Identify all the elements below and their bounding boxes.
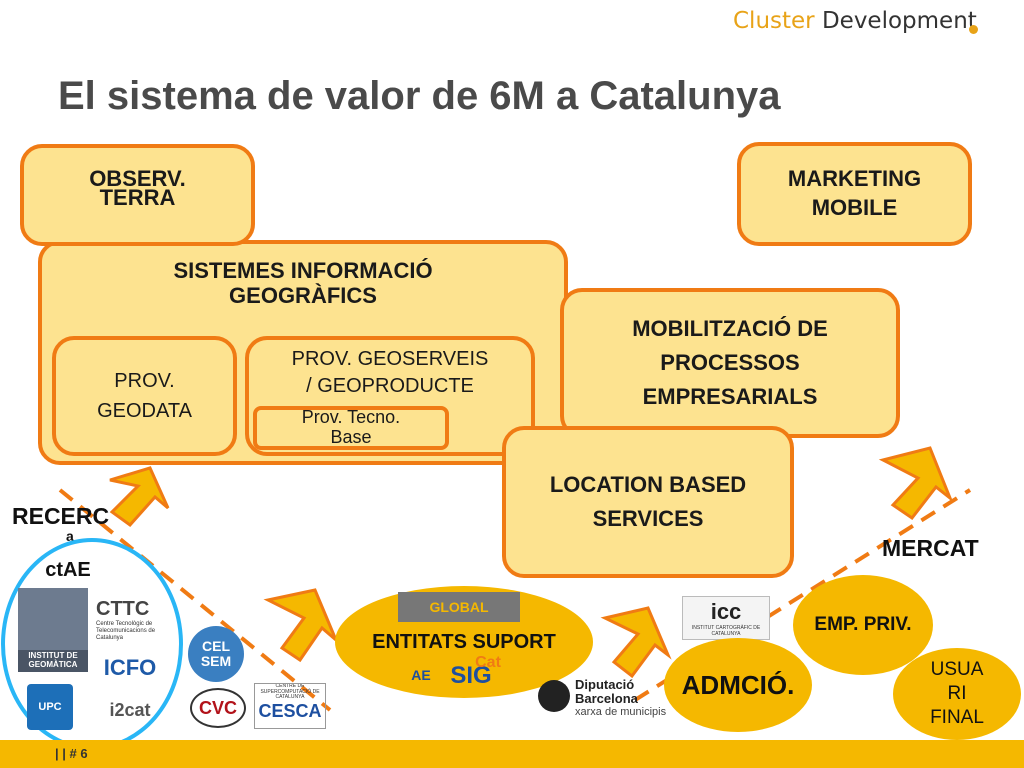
usuari-line1: USUA [930,659,984,681]
prov-geodata-line2: GEODATA [97,400,192,422]
brand-development: Development [821,8,977,34]
mobilitzacio-box: MOBILITZACIÓ DE PROCESSOS EMPRESARIALS [560,288,900,438]
lbs-line2: SERVICES [592,506,704,531]
dashed-line-recerca [58,488,332,712]
lbs-line1: LOCATION BASED [549,471,747,497]
marketing-label-line2: MOBILE [811,195,898,220]
upc-logo: UPC [27,684,73,730]
emp-priv-label: EMP. PRIV. [814,614,912,635]
recerca-label-tail: a [66,528,74,544]
icfo-logo: ICFO [94,654,166,682]
igc-logo: INSTITUT DE GEOMÀTICA [18,588,88,672]
cesca-logo: CENTRE DE SUPERCOMPUTACIÓ DE CATALUNYA C… [254,683,326,729]
entitats-suport-label: ENTITATS SUPORT [372,630,556,653]
usuari-line2: RI [947,683,967,705]
arrow-mercat [878,446,954,521]
cat-logo: Cat [468,654,508,672]
footer-bar [0,740,1024,768]
cesca-logo-top: CENTRE DE SUPERCOMPUTACIÓ DE CATALUNYA [260,683,320,700]
ctae-logo-text: ctAE [45,558,91,581]
emp-priv-ellipse: EMP. PRIV. [793,575,933,675]
i2cat-logo-text: i2cat [109,699,151,720]
cesca-logo-text: CESCA [258,700,322,721]
prov-geodata-box: PROV. GEODATA [52,336,237,456]
prov-geoserveis-line1: PROV. GEOSERVEIS [291,348,489,370]
icc-logo-text: icc [710,599,742,624]
diputacio-line3: xarxa de municipis [575,706,667,719]
celsem-logo-line2: SEM [200,653,232,669]
ae-logo: AE [406,660,436,690]
arrow-recerca [109,466,170,528]
admcio-ellipse: ADMCIÓ. [664,638,812,732]
i2cat-logo: i2cat [100,697,160,723]
mobilitzacio-line3: EMPRESARIALS [642,384,818,410]
arrow-entitats [263,588,338,663]
cttc-logo-name: CTTC [96,598,150,620]
prov-tecno-line1: Prov. Tecno. [301,407,401,428]
marketing-mobile-box: MARKETING MOBILE [737,142,972,246]
recerca-label: RECERC [12,503,110,529]
icfo-logo-text: ICFO [103,655,157,680]
brand-dot [969,25,978,34]
brand-cluster: Cluster [733,8,815,34]
mobilitzacio-line1: MOBILITZACIÓ DE [632,315,828,341]
admcio-label: ADMCIÓ. [681,669,795,700]
sig-cat-logo-text: SIG [450,662,492,689]
usuari-final-ellipse: USUA RI FINAL [893,648,1021,740]
icc-logo-sub: INSTITUT CARTOGRÀFIC DE CATALUNYA [691,625,761,637]
observ-label-line1: OBSERV. [89,166,186,191]
globalsat-logo-text: GLOBAL [429,599,489,615]
igc-logo-text: INSTITUT DE GEOMÀTICA [18,650,88,672]
diputacio-line2: Barcelona [575,690,638,706]
prov-tecno-line2: Base [330,427,372,447]
prov-geodata-line1: PROV. [114,370,175,392]
icc-logo: icc INSTITUT CARTOGRÀFIC DE CATALUNYA [682,596,770,640]
mercat-label: MERCAT [882,535,979,561]
marketing-label-line1: MARKETING [787,166,922,192]
celsem-logo: CEL SEM [188,626,244,682]
observ-label-line2: TERRA [99,184,176,210]
lbs-box: LOCATION BASED SERVICES [502,426,794,578]
arrow-admcio [600,606,672,679]
ctae-logo: ctAE [40,556,96,584]
cat-logo-text: Cat [475,654,501,671]
page-title: El sistema de valor de 6M a Catalunya [58,74,781,118]
upc-logo-text: UPC [38,701,62,713]
footer-page-number: | | # 6 [55,746,88,761]
ae-logo-text: AE [411,667,431,683]
cvc-logo: CVC [190,688,246,728]
diputacio-line1: Diputació [575,676,635,692]
celsem-logo-line1: CEL [202,638,230,655]
diputacio-logo: Diputació Barcelona xarxa de municipis [537,676,677,720]
prov-geoserveis-line2: / GEOPRODUCTE [306,375,474,397]
sig-cat-logo: SIG [438,662,504,690]
cvc-logo-text: CVC [198,697,237,718]
usuari-line3: FINAL [930,706,984,728]
mobilitzacio-line2: PROCESSOS [660,349,800,375]
cttc-logo-sub: Centre Tecnològic de Telecomunicacions d… [96,621,156,641]
diputacio-emblem-icon [538,680,570,712]
observ-terra-box: OBSERV. TERRA [20,144,255,246]
sig-label-line1: SISTEMES INFORMACIÓ [173,258,433,283]
cttc-logo: CTTC Centre Tecnològic de Telecomunicaci… [96,598,182,656]
sig-label-line2: GEOGRÀFICS [229,283,377,309]
prov-tecno-base-box: Prov. Tecno. Base [253,406,449,450]
brand-logo: Cluster Development [733,8,977,34]
globalsat-logo: GLOBAL [398,592,520,622]
